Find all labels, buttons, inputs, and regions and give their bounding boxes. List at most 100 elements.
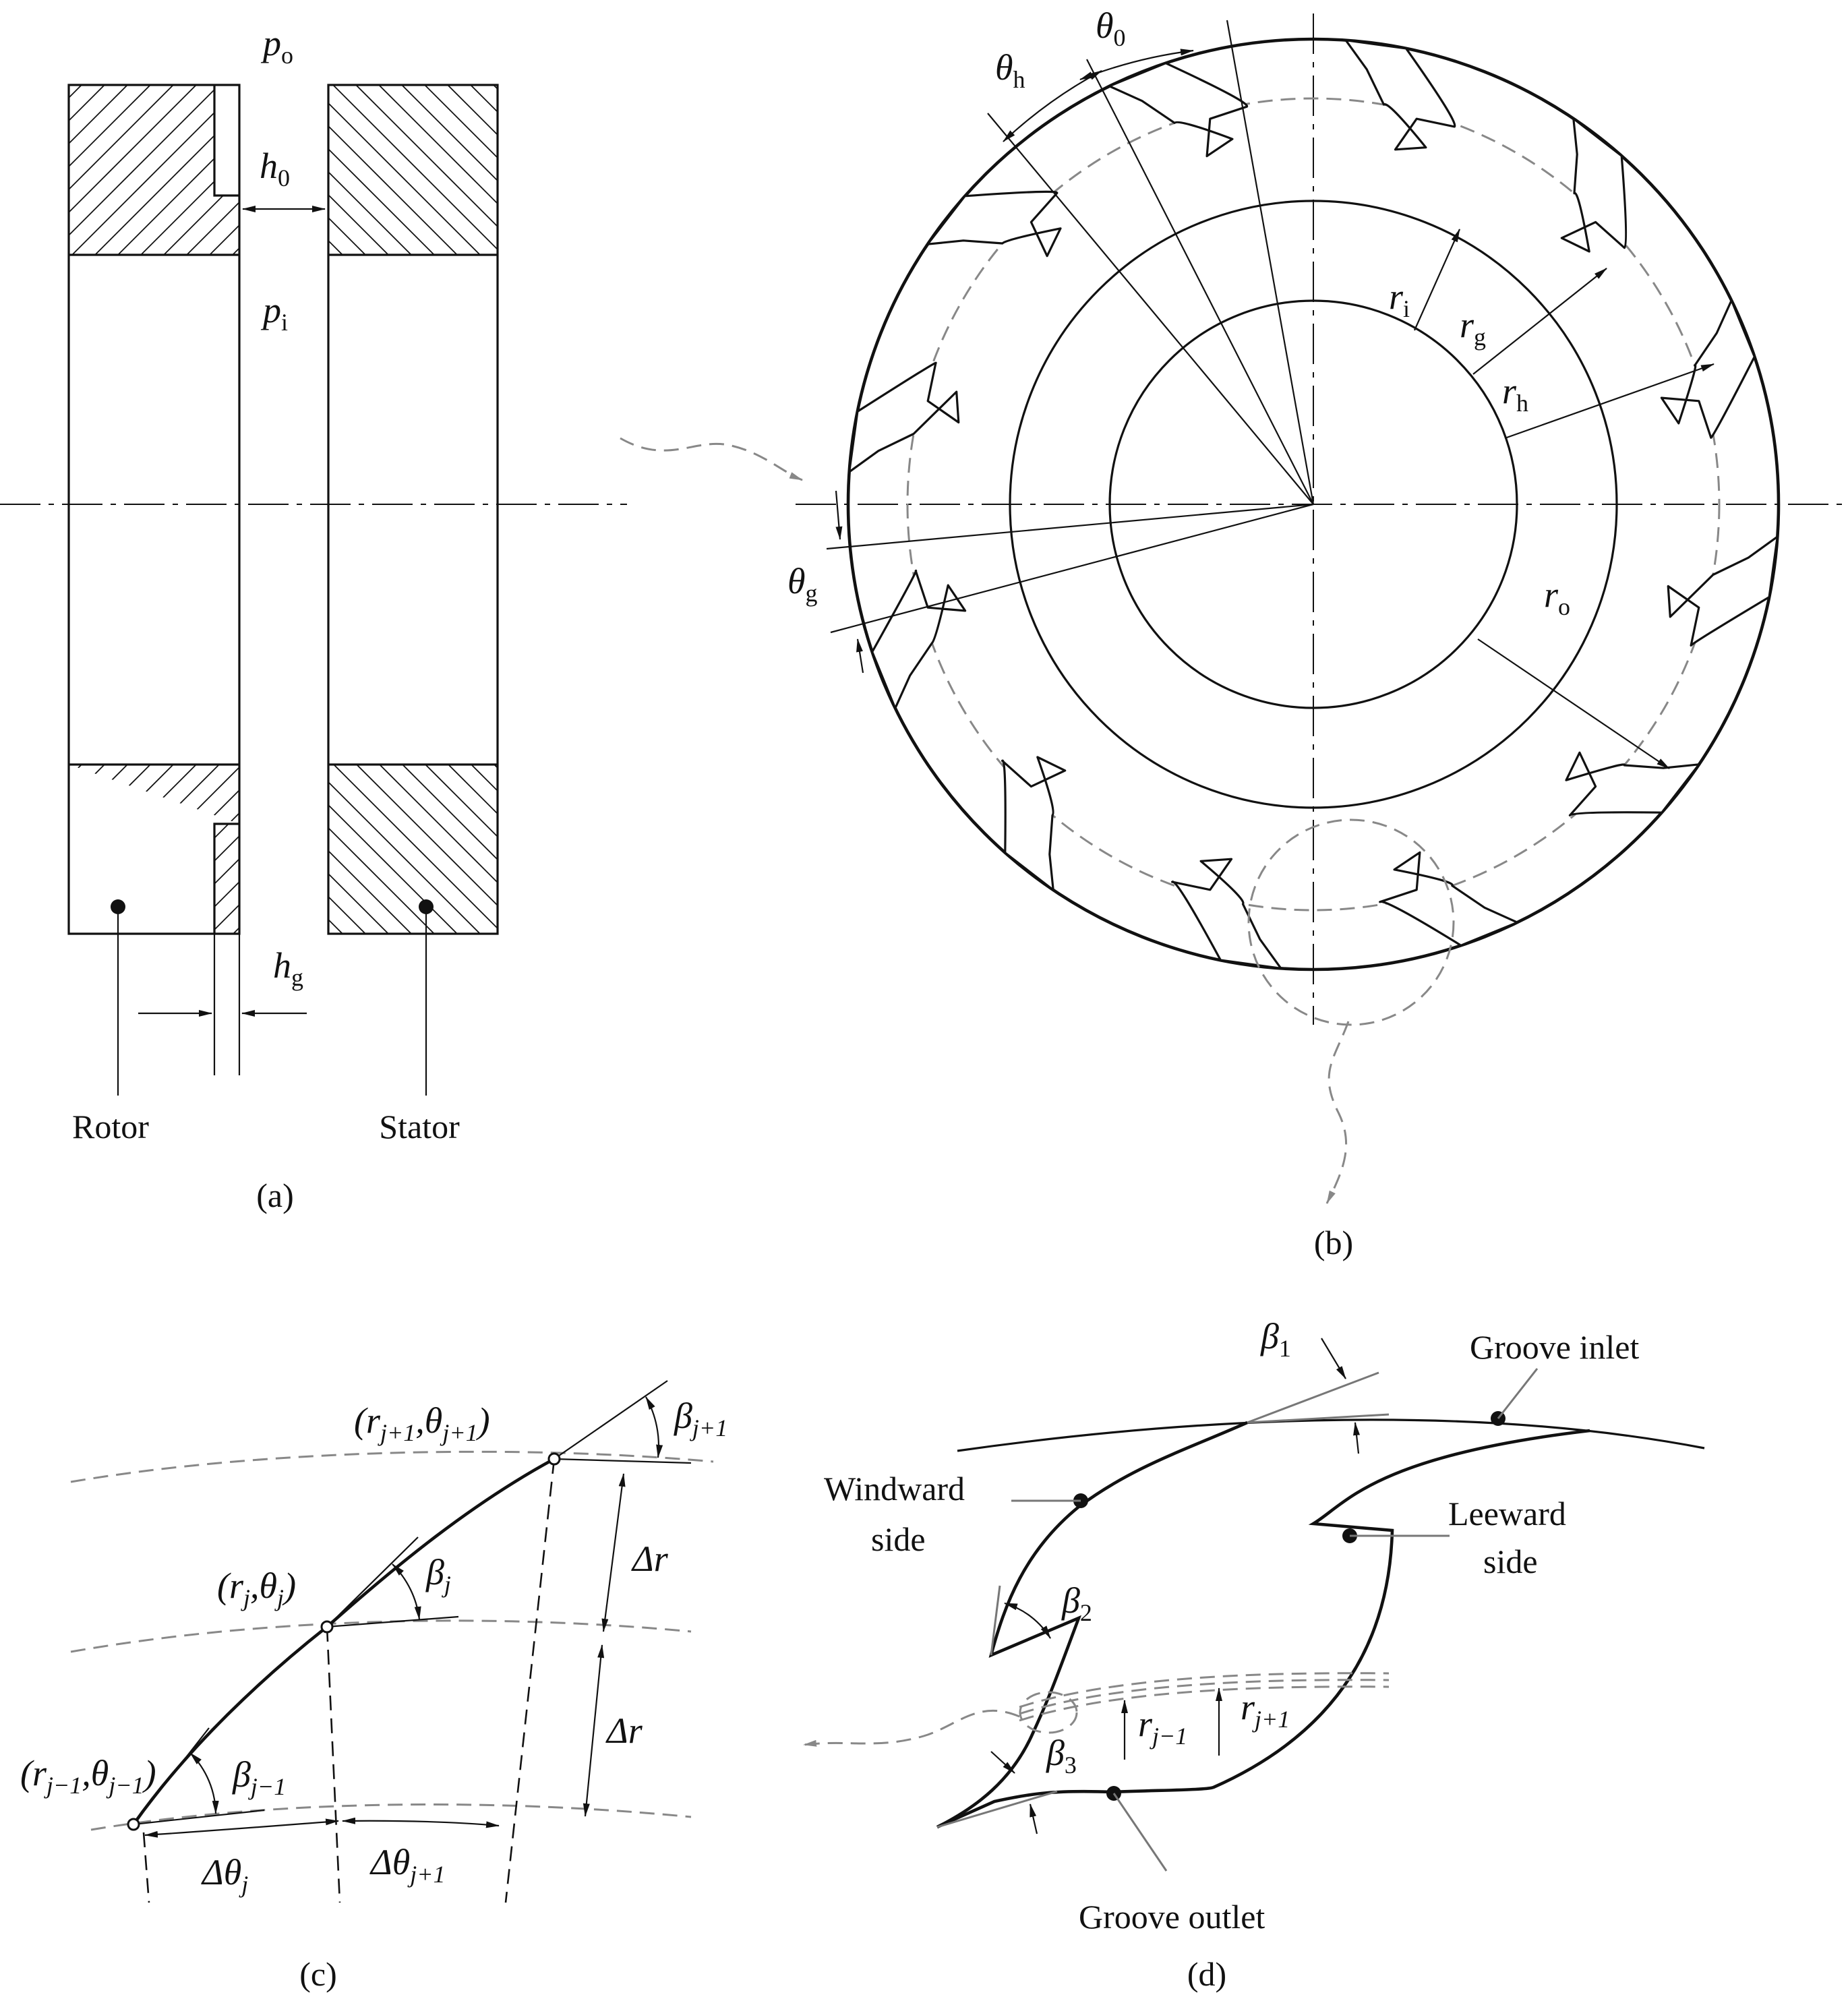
hatch-line: [668, 85, 838, 255]
circle-rh: [1009, 200, 1618, 809]
hatch-line: [700, 85, 870, 255]
hatch-line: [485, 85, 655, 255]
flow-inlet-arrow: [620, 437, 803, 481]
hatch-line: [332, 85, 498, 251]
hatch-line: [69, 85, 105, 255]
hatch-line: [328, 918, 343, 934]
hatch-line: [117, 85, 239, 255]
hatch-line: [328, 849, 412, 934]
label-dtheta-j: Δθj: [201, 1852, 248, 1898]
tangent-j-minus-1: [133, 1727, 210, 1825]
hatch-line: [678, 765, 847, 934]
hatch-line: [485, 765, 655, 934]
hatch-line: [356, 765, 498, 907]
hatch-line: [118, 765, 239, 934]
label-r-i: ri: [1389, 276, 1410, 322]
inner-circle-ri: [1108, 299, 1518, 709]
spiral-groove: [1001, 756, 1067, 891]
hatch-line: [13, 765, 182, 934]
hatch-line: [540, 765, 709, 934]
hatch-line: [539, 85, 709, 255]
beta3-tangent: [936, 1790, 1058, 1828]
hatch-line: [187, 765, 239, 934]
beta1-arrow-bottom: [1353, 1422, 1361, 1454]
radius-arc-j-plus-1: [70, 1450, 714, 1483]
hatch-line: [508, 765, 678, 934]
label-p-o: po: [260, 23, 293, 69]
hatch-line: [769, 765, 938, 934]
label-theta-0: θ0: [1096, 5, 1126, 51]
hatch-line: [531, 765, 701, 934]
hatch-line: [328, 781, 481, 934]
tangent-j-plus-1: [554, 1380, 668, 1460]
outer-circle-ro: [846, 37, 1781, 972]
label-stator: Stator: [379, 1108, 460, 1145]
label-dr-upper: Δr: [631, 1539, 669, 1579]
hatch-line: [127, 765, 297, 934]
hatch-line: [608, 85, 778, 255]
hatch-line: [59, 765, 228, 934]
hatch-line: [838, 765, 1007, 934]
hatch-line: [425, 765, 498, 838]
hatch-line: [424, 85, 498, 159]
ri-arrow: [1413, 229, 1461, 331]
panel-d: β1 β2 β3 rj−1 rj+1 Groove inlet Windward…: [803, 1316, 1705, 1993]
label-windward-line2: side: [871, 1520, 926, 1558]
stator-top-hatch: [328, 85, 961, 255]
hatch-line: [701, 765, 870, 934]
hatch-line: [746, 765, 916, 934]
rotor-outline: [67, 84, 241, 935]
ro-arrow: [1477, 638, 1670, 769]
hatch-line: [328, 872, 389, 934]
hatch-line: [599, 85, 769, 255]
label-r-j-plus-1: rj+1: [1241, 1687, 1290, 1733]
hatch-line: [328, 216, 366, 255]
panel-b: θ0 θh θg ri rg rh ro (b): [620, 5, 1848, 1261]
spiral-groove: [1108, 62, 1248, 158]
hatch-line: [186, 85, 239, 255]
hatch-line: [792, 85, 961, 255]
hatch-line: [655, 765, 824, 934]
hatch-line: [69, 85, 174, 255]
label-groove-inlet: Groove inlet: [1470, 1328, 1639, 1366]
hatch-line: [585, 85, 755, 255]
detail-c-ellipse: [1019, 1691, 1078, 1734]
label-p-i: pi: [260, 290, 288, 336]
hatch-line: [378, 85, 498, 205]
label-point-j-minus-1: (rj−1,θj−1): [20, 1753, 156, 1799]
hatch-line: [792, 765, 961, 934]
label-dtheta-j-plus-1: Δθj+1: [369, 1842, 446, 1888]
hatch-line: [328, 171, 412, 255]
rotor-top-hatch: [0, 85, 838, 255]
hatch-line: [69, 85, 151, 255]
groove-curve-segment: [132, 1457, 556, 1826]
hatch-line: [586, 765, 755, 934]
dr-upper: [601, 1473, 626, 1632]
theta-g-arrow-top: [835, 490, 843, 540]
hatch-line: [769, 85, 938, 255]
label-point-j-plus-1: (rj+1,θj+1): [354, 1400, 490, 1446]
detail-pointer: [1325, 1021, 1350, 1204]
groove-step-top: [213, 85, 239, 197]
hatch-line: [69, 85, 128, 255]
label-h-g: hg: [273, 945, 303, 991]
dr-lower: [583, 1644, 605, 1817]
label-groove-outlet: Groove outlet: [1079, 1898, 1265, 1936]
hatch-line: [355, 85, 498, 228]
detail-c-pointer: [803, 1709, 1020, 1747]
hatch-line: [401, 85, 498, 182]
hatch-line: [72, 765, 239, 934]
rotor-section: [0, 84, 838, 1096]
hatch-line: [328, 102, 481, 255]
hatch-line: [0, 85, 36, 255]
caption-b: (b): [1314, 1224, 1353, 1261]
hatch-line: [622, 85, 792, 255]
hatch-line: [494, 765, 498, 769]
hatch-line: [69, 85, 197, 255]
hatch-line: [328, 239, 343, 255]
rh-arrow: [1504, 363, 1715, 440]
beta2-tangent: [990, 1585, 1001, 1656]
rotor-bottom-hatch: [69, 765, 769, 934]
hatch-line: [600, 765, 769, 934]
